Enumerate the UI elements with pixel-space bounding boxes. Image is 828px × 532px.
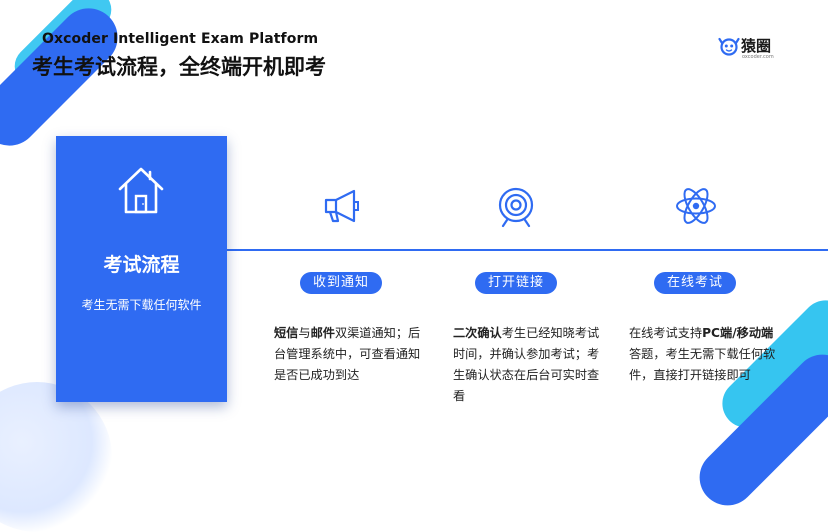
monkey-face-icon	[718, 37, 740, 56]
target-icon	[498, 187, 534, 228]
step-label-online-exam: 在线考试	[654, 272, 736, 294]
atom-icon	[676, 188, 716, 224]
logo-name: 猿圈	[741, 37, 772, 55]
timeline-line	[227, 249, 828, 251]
step-desc-notify: 短信与邮件双渠道通知；后台管理系统中，可查看通知是否已成功到达	[274, 326, 421, 382]
logo-domain: oxcoder.com	[742, 54, 774, 60]
page-title: 考生考试流程，全终端开机即考	[32, 55, 326, 79]
logo: 猿圈 oxcoder.com	[718, 35, 788, 63]
megaphone-icon	[324, 189, 359, 223]
card-title: 考试流程	[103, 254, 180, 276]
card-subtitle: 考生无需下载任何软件	[81, 298, 202, 312]
house-icon	[118, 167, 164, 214]
decor-blob	[0, 382, 112, 532]
step-label-notify: 收到通知	[300, 272, 382, 294]
step-desc-open-link: 二次确认考生已经知晓考试时间，并确认参加考试；考生确认状态在后台可实时查看	[453, 326, 600, 403]
process-card: 考试流程 考生无需下载任何软件	[56, 136, 227, 402]
step-label-open-link: 打开链接	[475, 272, 557, 294]
step-desc-online-exam: 在线考试支持PC端/移动端答题，考生无需下载任何软件，直接打开链接即可	[629, 326, 776, 382]
brand-title: Oxcoder Intelligent Exam Platform	[42, 31, 319, 47]
